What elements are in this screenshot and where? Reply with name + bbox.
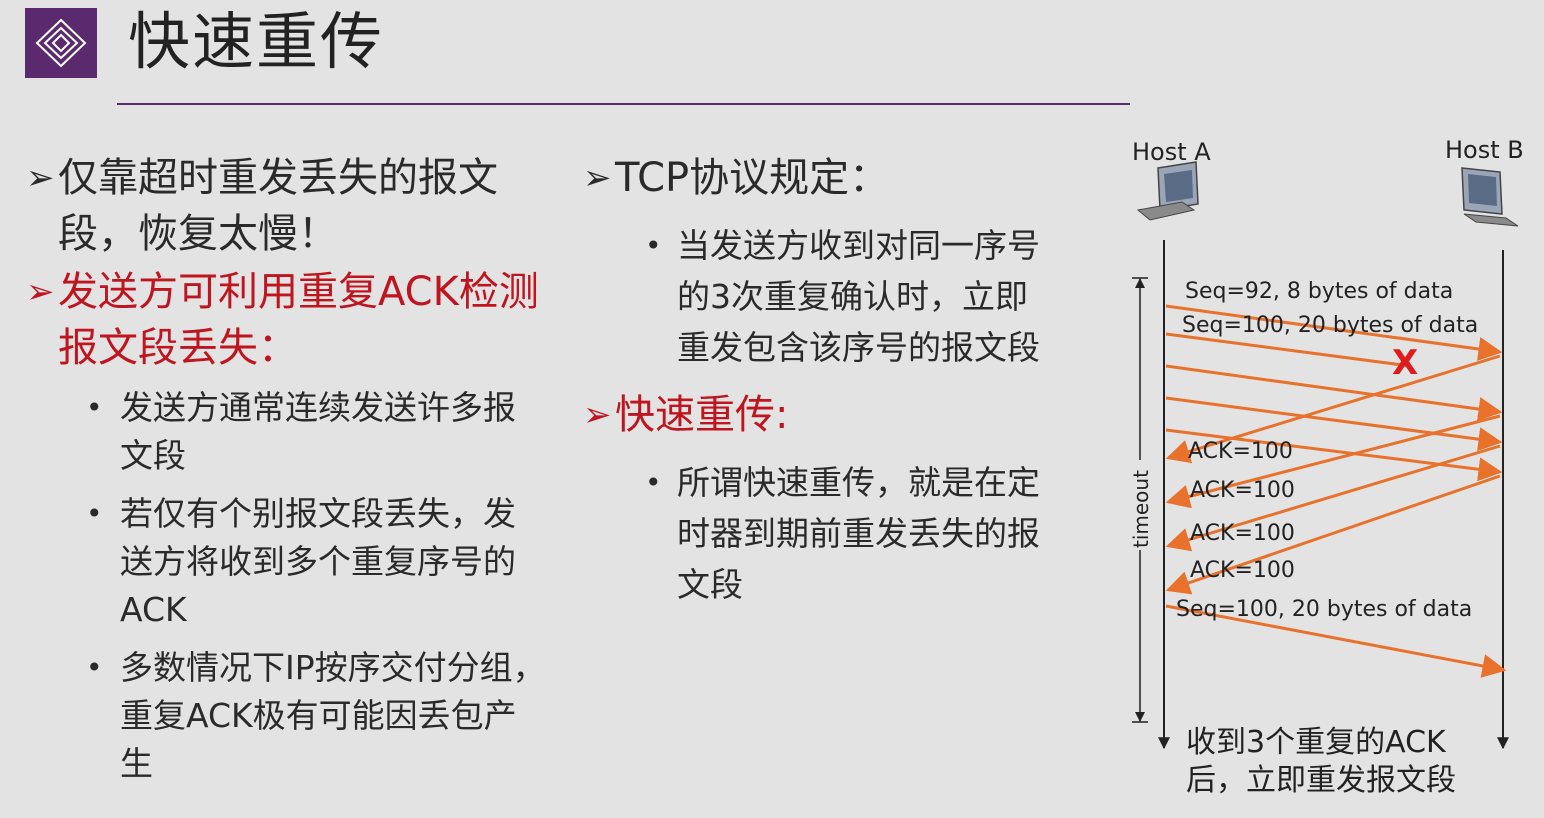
- timeout-label: timeout: [1129, 470, 1153, 548]
- left-bullet-2-text: 发送方可利用重复ACK检测报文段丢失：: [58, 269, 539, 371]
- arrow-bullet-icon: ➢: [583, 395, 612, 435]
- ack-label: ACK=100: [1188, 439, 1293, 464]
- retransmit-arrow: [1165, 604, 1507, 678]
- dot-bullet-icon: •: [645, 466, 662, 499]
- fast-retransmit-diagram: Host A Host B timeout Seq=92, 8 bytes of…: [1129, 136, 1524, 798]
- logo-icon: [25, 8, 97, 78]
- segment-arrow: [1165, 304, 1503, 361]
- left-bullet-2: ➢ 发送方可利用重复ACK检测报文段丢失：: [26, 264, 546, 376]
- middle-bullet-1: ➢ TCP协议规定：: [583, 150, 1053, 206]
- middle-sub-item: • 所谓快速重传，就是在定时器到期前重发丢失的报文段: [583, 457, 1053, 610]
- arrow-bullet-icon: ➢: [583, 158, 612, 198]
- dot-bullet-icon: •: [86, 391, 103, 424]
- retransmit-label: Seq=100, 20 bytes of data: [1176, 597, 1472, 622]
- computer-icon: [1136, 161, 1199, 221]
- left-sub-item-text: 多数情况下IP按序交付分组，重复ACK极有可能因丢包产生: [120, 648, 546, 783]
- middle-sub-item-text: 所谓快速重传，就是在定时器到期前重发丢失的报文段: [677, 463, 1040, 604]
- ack-arrow: [1165, 414, 1501, 509]
- timeout-bracket: timeout: [1129, 277, 1153, 723]
- segment-arrow: [1165, 428, 1503, 482]
- left-sub-item: • 发送方通常连续发送许多报文段: [26, 384, 546, 480]
- host-a-label: Host A: [1132, 138, 1211, 166]
- left-bullet-1: ➢ 仅靠超时重发丢失的报文段，恢复太慢！: [26, 150, 546, 262]
- left-bullet-1-text: 仅靠超时重发丢失的报文段，恢复太慢！: [58, 155, 498, 257]
- arrow-bullet-icon: ➢: [26, 158, 55, 198]
- ack-arrow: [1165, 354, 1501, 464]
- host-b-label: Host B: [1445, 136, 1524, 164]
- left-sub-item: • 若仅有个别报文段丢失，发送方将收到多个重复序号的ACK: [26, 490, 546, 634]
- ack-arrow: [1165, 444, 1501, 552]
- ack-label: ACK=100: [1190, 478, 1295, 503]
- middle-column: ➢ TCP协议规定： • 当发送方收到对同一序号的3次重复确认时，立即重发包含该…: [583, 150, 1053, 610]
- page-title: 快速重传: [128, 5, 385, 78]
- diagram-caption-line-1: 收到3个重复的ACK: [1186, 725, 1447, 760]
- left-column: ➢ 仅靠超时重发丢失的报文段，恢复太慢！ ➢ 发送方可利用重复ACK检测报文段丢…: [26, 150, 546, 788]
- ack-label: ACK=100: [1190, 558, 1295, 583]
- middle-bullet-2: ➢ 快速重传:: [583, 387, 1053, 443]
- computer-icon: [1461, 167, 1519, 227]
- title-divider: [117, 103, 1130, 105]
- middle-bullet-1-text: TCP协议规定：: [615, 155, 890, 201]
- segment-arrow: [1165, 364, 1503, 421]
- middle-bullet-2-text: 快速重传:: [615, 392, 789, 438]
- segment-label: Seq=92, 8 bytes of data: [1185, 279, 1453, 304]
- dot-bullet-icon: •: [86, 497, 103, 530]
- middle-sub-item-text: 当发送方收到对同一序号的3次重复确认时，立即重发包含该序号的报文段: [677, 226, 1040, 367]
- left-sub-item-text: 若仅有个别报文段丢失，发送方将收到多个重复序号的ACK: [120, 494, 516, 629]
- left-sub-item-text: 发送方通常连续发送许多报文段: [120, 388, 516, 475]
- dot-bullet-icon: •: [86, 651, 103, 684]
- ack-label: ACK=100: [1190, 521, 1295, 546]
- ack-arrow: [1165, 474, 1501, 595]
- left-sub-item: • 多数情况下IP按序交付分组，重复ACK极有可能因丢包产生: [26, 644, 546, 788]
- lost-mark-icon: X: [1392, 343, 1418, 383]
- middle-sub-item: • 当发送方收到对同一序号的3次重复确认时，立即重发包含该序号的报文段: [583, 220, 1053, 373]
- segment-arrow: [1165, 396, 1503, 452]
- arrow-bullet-icon: ➢: [26, 272, 55, 312]
- dot-bullet-icon: •: [645, 229, 662, 262]
- lost-segment-arrow: [1165, 332, 1411, 368]
- diagram-caption-line-2: 后，立即重发报文段: [1186, 763, 1456, 798]
- segment-label: Seq=100, 20 bytes of data: [1182, 313, 1478, 338]
